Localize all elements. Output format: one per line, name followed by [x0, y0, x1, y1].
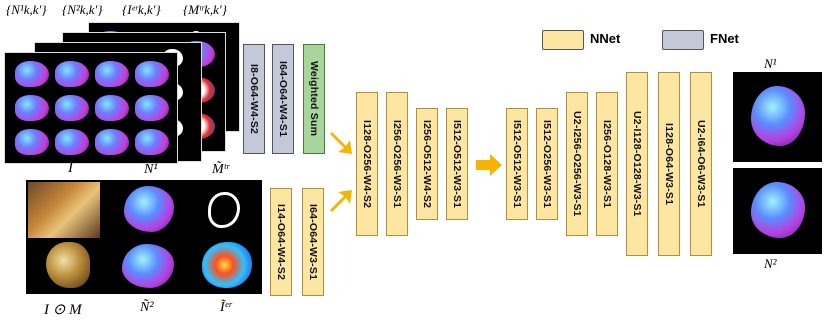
encoder-block-3: I256-O512-W4-S2	[416, 108, 438, 220]
weighted-sum-block: Weighted Sum	[303, 44, 325, 154]
label-n1-set: {N¹k,k′}	[6, 2, 47, 18]
sheet-tile	[15, 95, 49, 121]
normal-n2-blob	[122, 244, 174, 288]
error-map	[202, 242, 252, 288]
label-output-n2-text: N²	[764, 256, 777, 271]
decoder-block-3: U2-I256-O256-W3-S1	[566, 92, 588, 236]
sheet-tile	[95, 129, 129, 155]
output-n1-image	[733, 72, 822, 162]
label-i-dot-m: I ⊙ M	[44, 300, 82, 319]
stack-sheet-front	[4, 52, 178, 164]
fnet-block-2: I64-O64-W4-S1	[272, 44, 294, 154]
encoder-block-2-label: I256-O256-W3-S1	[391, 119, 403, 209]
sheet-tile	[15, 61, 49, 87]
output-n2-blob	[751, 182, 805, 238]
sheet-tile	[55, 129, 89, 155]
encoder-block-3-label: I256-O512-W4-S2	[421, 119, 433, 209]
decoder-block-3-label: U2-I256-O256-W3-S1	[571, 111, 583, 217]
legend-fnet-swatch	[662, 30, 704, 50]
decoder-block-5-label: U2-I128-O128-W3-S1	[631, 111, 643, 217]
label-mtr-set: {Mᵗʳk,k′}	[183, 2, 227, 18]
input-photo	[28, 182, 100, 238]
label-i-er-text: Ĩᵉʳ	[220, 300, 232, 315]
label-output-n1-text: N¹	[764, 56, 777, 71]
label-n1-set-text: {N¹k,k′}	[6, 2, 47, 17]
fnet-block-2-label: I64-O64-W4-S1	[277, 60, 289, 138]
label-n1-tilde-text: Ñ¹	[144, 162, 158, 177]
sheet-tile	[95, 95, 129, 121]
label-i: I	[68, 160, 73, 177]
label-i-er: Ĩᵉʳ	[220, 300, 231, 316]
label-n2-tilde: Ñ²	[140, 300, 154, 316]
decoder-block-1: I512-O512-W3-S1	[506, 108, 528, 220]
label-i-dot-m-text: I ⊙ M	[44, 302, 82, 318]
normal-n1-blob	[124, 186, 174, 232]
sheet-tile	[135, 129, 169, 155]
sheet-tile	[55, 95, 89, 121]
legend-nnet-swatch	[542, 30, 584, 50]
fnet-block-1-label: I8-O64-W4-S2	[248, 63, 260, 135]
input-panel	[26, 180, 262, 294]
label-output-n1: N¹	[764, 56, 777, 72]
arrow-encoder-to-decoder	[476, 154, 502, 176]
arrow-bottom-to-encoder	[330, 190, 352, 212]
decoder-block-7: U2-I64-O6-W3-S1	[690, 72, 712, 256]
decoder-block-6: I128-O64-W3-S1	[658, 72, 680, 256]
sheet-tile	[15, 129, 49, 155]
mask-m-tr	[208, 192, 240, 228]
label-ier-set-text: {Iᵉʳk,k′}	[122, 2, 161, 17]
legend-fnet-label: FNet	[710, 31, 739, 46]
output-n1-blob	[751, 86, 805, 146]
fnet-block-1: I8-O64-W4-S2	[243, 44, 265, 154]
decoder-block-4: I256-O128-W3-S1	[596, 92, 618, 236]
label-output-n2: N²	[764, 256, 777, 272]
legend-nnet-label: NNet	[590, 31, 621, 46]
decoder-block-7-label: U2-I64-O6-W3-S1	[695, 120, 707, 208]
decoder-block-4-label: I256-O128-W3-S1	[601, 119, 613, 209]
encoder-block-1-label: I128-O256-W4-S2	[361, 119, 373, 209]
label-mtr-set-text: {Mᵗʳk,k′}	[183, 2, 227, 17]
decoder-block-2: I512-O256-W3-S1	[536, 108, 558, 220]
encoder-block-4: I512-O512-W3-S1	[446, 108, 468, 220]
arrow-top-to-encoder	[330, 132, 352, 154]
nnet-input-block-1-label: I14-O64-W4-S2	[275, 203, 287, 281]
sheet-tile	[95, 61, 129, 87]
nnet-input-block-1: I14-O64-W4-S2	[270, 188, 292, 296]
label-n2-set-text: {N²k,k′}	[62, 2, 103, 17]
masked-object	[46, 242, 90, 288]
nnet-input-block-2-label: I64-O64-W3-S1	[307, 203, 319, 281]
encoder-block-1: I128-O256-W4-S2	[356, 92, 378, 236]
decoder-block-5: U2-I128-O128-W3-S1	[626, 72, 648, 256]
encoder-block-4-label: I512-O512-W3-S1	[451, 119, 463, 209]
decoder-block-2-label: I512-O256-W3-S1	[541, 119, 553, 209]
label-n2-set: {N²k,k′}	[62, 2, 103, 18]
weighted-sum-label: Weighted Sum	[308, 61, 320, 137]
encoder-block-2: I256-O256-W3-S1	[386, 92, 408, 236]
label-i-text: I	[68, 160, 73, 176]
label-ier-set: {Iᵉʳk,k′}	[122, 2, 161, 18]
label-m-tr-text: M̃ᵗʳ	[212, 162, 230, 177]
sheet-tile	[135, 61, 169, 87]
label-m-tr: M̃ᵗʳ	[212, 162, 229, 178]
label-n2-tilde-text: Ñ²	[140, 300, 154, 315]
nnet-input-block-2: I64-O64-W3-S1	[302, 188, 324, 296]
sheet-tile	[135, 95, 169, 121]
decoder-block-6-label: I128-O64-W3-S1	[663, 122, 675, 206]
decoder-block-1-label: I512-O512-W3-S1	[511, 119, 523, 209]
sheet-tile	[55, 61, 89, 87]
output-n2-image	[733, 168, 822, 254]
label-n1-tilde: Ñ¹	[144, 162, 158, 178]
